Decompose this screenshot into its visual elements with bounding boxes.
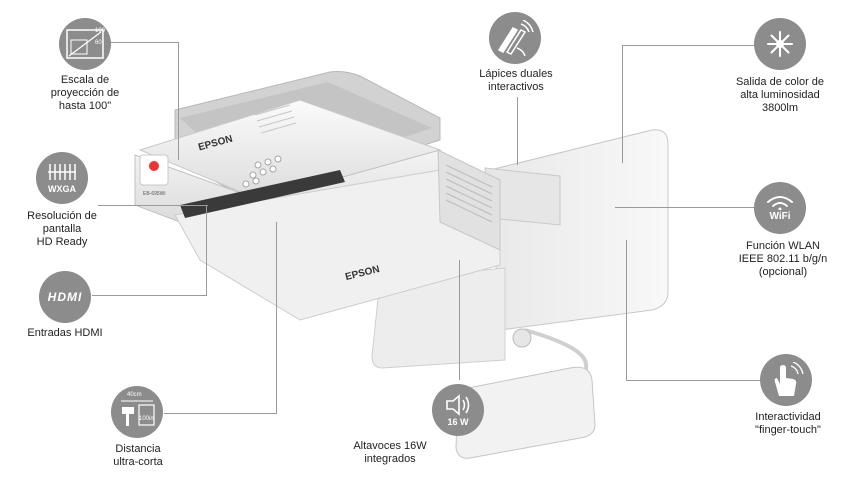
hdmi-icon: HDMI bbox=[39, 271, 91, 323]
projection-scale-label: Escala de proyección de hasta 100" bbox=[50, 74, 120, 112]
wifi-icon: WiFi bbox=[754, 182, 806, 234]
connector-line bbox=[626, 380, 760, 381]
hdmi-label: Entradas HDMI bbox=[27, 327, 103, 339]
ultra-short-label: Distancia ultra-corta bbox=[113, 443, 163, 468]
resolution-label: Resolución de pantalla HD Ready bbox=[27, 210, 97, 248]
throw-distance-100in: 100in bbox=[139, 416, 154, 422]
connector-line bbox=[622, 45, 757, 46]
throw-distance-40cm: 40cm bbox=[127, 392, 142, 398]
connector-line bbox=[622, 45, 623, 163]
connector-line bbox=[110, 42, 178, 43]
connector-line bbox=[615, 207, 755, 208]
hdmi-text: HDMI bbox=[47, 290, 83, 304]
wlan-label: Función WLAN IEEE 802.11 b/g/n (opcional… bbox=[738, 240, 828, 278]
cable bbox=[524, 328, 589, 373]
throw-distance-icon: 40cm 100in bbox=[111, 386, 163, 438]
finger-touch-icon bbox=[760, 354, 812, 406]
speaker-watt-text: 16 W bbox=[447, 416, 469, 427]
connector-line bbox=[276, 222, 277, 414]
dual-pens-label: Lápices duales interactivos bbox=[479, 68, 553, 93]
wxga-text: WXGA bbox=[48, 184, 76, 194]
mount-column bbox=[371, 267, 506, 369]
connector-line bbox=[206, 205, 207, 295]
speakers-label: Altavoces 16W integrados bbox=[353, 440, 427, 465]
model-label: EB-695Wi bbox=[143, 191, 166, 197]
speaker-icon: 16 W bbox=[432, 384, 484, 436]
interactive-unit bbox=[455, 366, 596, 459]
connector-line bbox=[92, 295, 207, 296]
connector-line bbox=[626, 240, 627, 380]
connector-line bbox=[178, 42, 179, 160]
screen-size-100: 100 bbox=[95, 28, 106, 34]
color-output-label: Salida de color de alta luminosidad 3800… bbox=[735, 76, 825, 114]
screen-size-60: 60 bbox=[95, 40, 102, 46]
connector-line bbox=[98, 205, 208, 206]
connector-line bbox=[517, 97, 518, 165]
brightness-icon bbox=[754, 18, 806, 70]
dual-pens-icon bbox=[489, 12, 541, 64]
connector-line bbox=[459, 260, 460, 380]
screen-size-icon: 100 60 bbox=[59, 18, 111, 70]
connector-line bbox=[164, 413, 277, 414]
finger-touch-label: Interactividad "finger-touch" bbox=[755, 411, 821, 436]
wifi-text: WiFi bbox=[769, 211, 791, 222]
wxga-icon: WXGA bbox=[36, 152, 88, 204]
